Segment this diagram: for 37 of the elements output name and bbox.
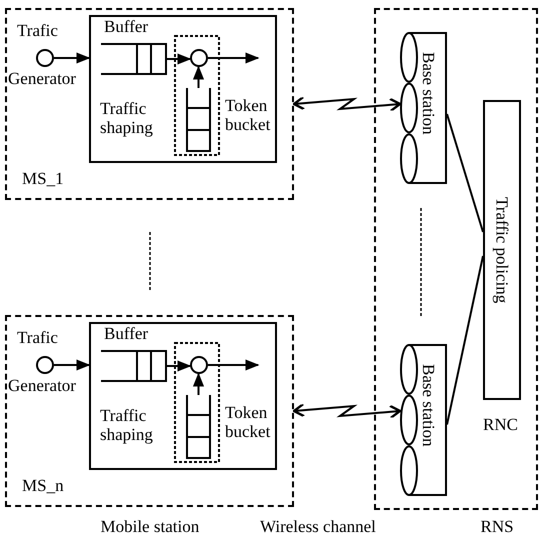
caption: Mobile station: [100, 518, 200, 537]
rnc-label: RNC: [483, 416, 518, 435]
generator-label: Trafic: [17, 329, 58, 348]
connector-line: [446, 256, 484, 425]
arrow: [54, 359, 90, 371]
token-bucket-label: Token bucket: [225, 404, 272, 442]
arrow: [192, 372, 204, 395]
connector-line: [446, 114, 484, 232]
network-box: [374, 8, 538, 510]
generator-label: Trafic: [17, 22, 58, 41]
station-box: [5, 315, 294, 507]
token-bucket-label: Token bucket: [225, 97, 272, 134]
station-label: MS_1: [22, 170, 64, 189]
arrow: [54, 52, 90, 64]
arrow: [208, 359, 260, 371]
box-label: Traffic shaping: [100, 407, 154, 444]
generator-label: Generator: [8, 70, 76, 89]
wireless-link-arrow: [292, 403, 402, 419]
wireless-link-arrow: [292, 96, 402, 112]
station-box: [5, 8, 294, 200]
arrow: [167, 360, 192, 372]
station-label: Base station: [420, 364, 437, 447]
station-label: Base station: [420, 52, 437, 135]
arrow: [167, 53, 192, 65]
traffic-shaping-box: [89, 15, 277, 163]
box-label: Traffic policing: [494, 197, 510, 304]
generator-label: Generator: [8, 377, 76, 396]
caption: RNS: [480, 518, 514, 537]
station-label: MS_n: [22, 477, 64, 496]
caption: Wireless channel: [260, 518, 376, 537]
arrow: [192, 66, 204, 88]
buffer-label: Buffer: [104, 325, 148, 344]
traffic-shaping-box: [89, 322, 277, 470]
traffic-policing-box: [483, 100, 521, 400]
buffer-label: Buffer: [104, 18, 148, 37]
arrow: [208, 52, 260, 64]
box-label: Traffic shaping: [100, 100, 154, 138]
